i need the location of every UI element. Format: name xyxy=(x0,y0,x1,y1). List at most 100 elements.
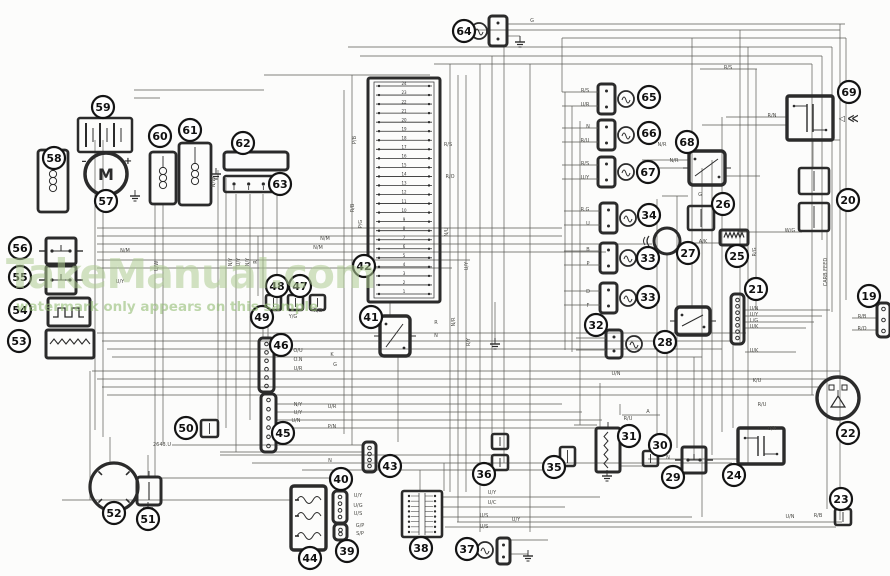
alternator-icon xyxy=(815,375,861,421)
wire-label: R/B xyxy=(858,314,867,320)
component-36-smallbox xyxy=(490,432,510,451)
wire-label: U/Y xyxy=(294,410,303,416)
wire-label: R/S xyxy=(581,88,589,94)
callout-number: 60 xyxy=(152,130,168,143)
wire-label: N/R xyxy=(451,317,457,326)
wire-label: N/W xyxy=(211,177,217,187)
callout-number: 43 xyxy=(382,460,397,473)
callout-28: 28 xyxy=(652,329,678,355)
callout-number: 56 xyxy=(12,242,28,255)
callout-26: 26 xyxy=(710,191,736,217)
component-21-connv xyxy=(729,292,746,346)
wire-labels-layer: GR/SR/SU/RNR/UR/SU/YN/RN/RR/NW/GR.GUBPDF… xyxy=(116,18,867,537)
callout-55: 55 xyxy=(7,264,33,290)
wire-label: U/S xyxy=(480,524,489,530)
component-39-connv xyxy=(332,522,349,542)
callout-40: 40 xyxy=(328,466,354,492)
wire-label: 16 xyxy=(401,154,407,159)
wire-label: U/N xyxy=(767,426,776,432)
wire-label: ≪ xyxy=(847,112,859,125)
wire-label: O/U xyxy=(293,348,303,354)
component-40-connv xyxy=(331,489,349,525)
wire-label: A xyxy=(646,409,650,415)
wire-label: G xyxy=(333,362,337,368)
callout-64: 64 xyxy=(451,18,477,44)
wire-label: R/O xyxy=(857,326,866,332)
wire-label: N xyxy=(666,455,670,461)
wire xyxy=(681,314,704,327)
callout-49: 49 xyxy=(249,304,275,330)
wire-label: N xyxy=(434,333,438,339)
wire-label: R/S xyxy=(444,142,452,148)
wire-label: 4 xyxy=(403,262,406,267)
callout-30: 30 xyxy=(647,432,673,458)
wire-label: U/Y xyxy=(488,490,497,496)
wire xyxy=(385,323,404,348)
wire-label: U/W xyxy=(154,261,160,271)
wire-label: U/K xyxy=(750,348,759,354)
component-56-swbox xyxy=(39,236,83,266)
wire-label: F xyxy=(587,303,590,309)
component-59-battery xyxy=(76,116,134,154)
callout-number: 40 xyxy=(333,473,349,486)
annotation-text: ≪ xyxy=(847,112,859,125)
wire-label: N xyxy=(328,458,332,464)
callout-23: 23 xyxy=(828,486,854,512)
wire-label: 17 xyxy=(401,145,407,150)
callout-number: 21 xyxy=(748,283,763,296)
wire-label: R/U xyxy=(758,402,767,408)
callout-22: 22 xyxy=(835,420,861,446)
wire-label: Y/G xyxy=(288,314,298,320)
wire-label: U/S xyxy=(480,513,489,519)
wire-label: G/P xyxy=(356,523,365,529)
wire-label: 1 xyxy=(403,289,406,294)
callout-number: 36 xyxy=(476,468,492,481)
component-60-coilbox xyxy=(148,150,178,206)
component-44-coils3 xyxy=(289,484,328,552)
component-45-connv xyxy=(259,392,278,454)
callout-number: 58 xyxy=(46,152,61,165)
wire xyxy=(97,498,103,504)
callout-68: 68 xyxy=(674,129,700,155)
wire-label: R/U xyxy=(624,416,633,422)
callout-number: 48 xyxy=(269,280,284,293)
callout-65: 65 xyxy=(636,84,662,110)
wire-label: 2643.U xyxy=(153,442,171,448)
callout-number: 51 xyxy=(140,513,155,526)
callout-number: 66 xyxy=(641,127,657,140)
wire-label: L/G xyxy=(750,318,758,324)
callout-29: 29 xyxy=(660,464,686,490)
ground-symbol xyxy=(130,190,140,202)
callout-51: 51 xyxy=(135,506,161,532)
wire-label: R/B xyxy=(814,513,823,519)
wire xyxy=(125,498,131,504)
wire-label: W/G xyxy=(785,228,796,234)
wire-label: G xyxy=(530,18,534,24)
component-23-smallbox xyxy=(833,507,853,527)
wire-label: P xyxy=(586,261,589,267)
callout-38: 38 xyxy=(408,535,434,561)
annotation-text: M xyxy=(98,165,114,184)
component-53-reszig xyxy=(44,328,96,360)
callout-number: 35 xyxy=(546,461,561,474)
component-50-smallbox xyxy=(199,418,220,439)
wire-label: U/Y xyxy=(581,175,590,181)
wire-label: N/Y xyxy=(294,402,303,408)
wire-label: 13 xyxy=(401,181,407,186)
wire-label: ◁ xyxy=(838,114,845,123)
callout-67: 67 xyxy=(635,159,661,185)
wire-label: 22 xyxy=(401,99,407,104)
wire-label: U/N xyxy=(749,306,758,312)
wire-label: 14 xyxy=(401,172,407,177)
callout-number: 28 xyxy=(657,336,672,349)
component-33-lampconn xyxy=(564,241,637,275)
component-69-relaybig xyxy=(785,94,835,142)
callout-39: 39 xyxy=(334,538,360,564)
wire-label: R/Y xyxy=(466,337,472,346)
wire-label: 20 xyxy=(401,117,407,122)
callout-21: 21 xyxy=(743,276,769,302)
callout-number: 50 xyxy=(178,422,194,435)
wire-label: A/K xyxy=(699,239,708,245)
callout-60: 60 xyxy=(147,123,173,149)
